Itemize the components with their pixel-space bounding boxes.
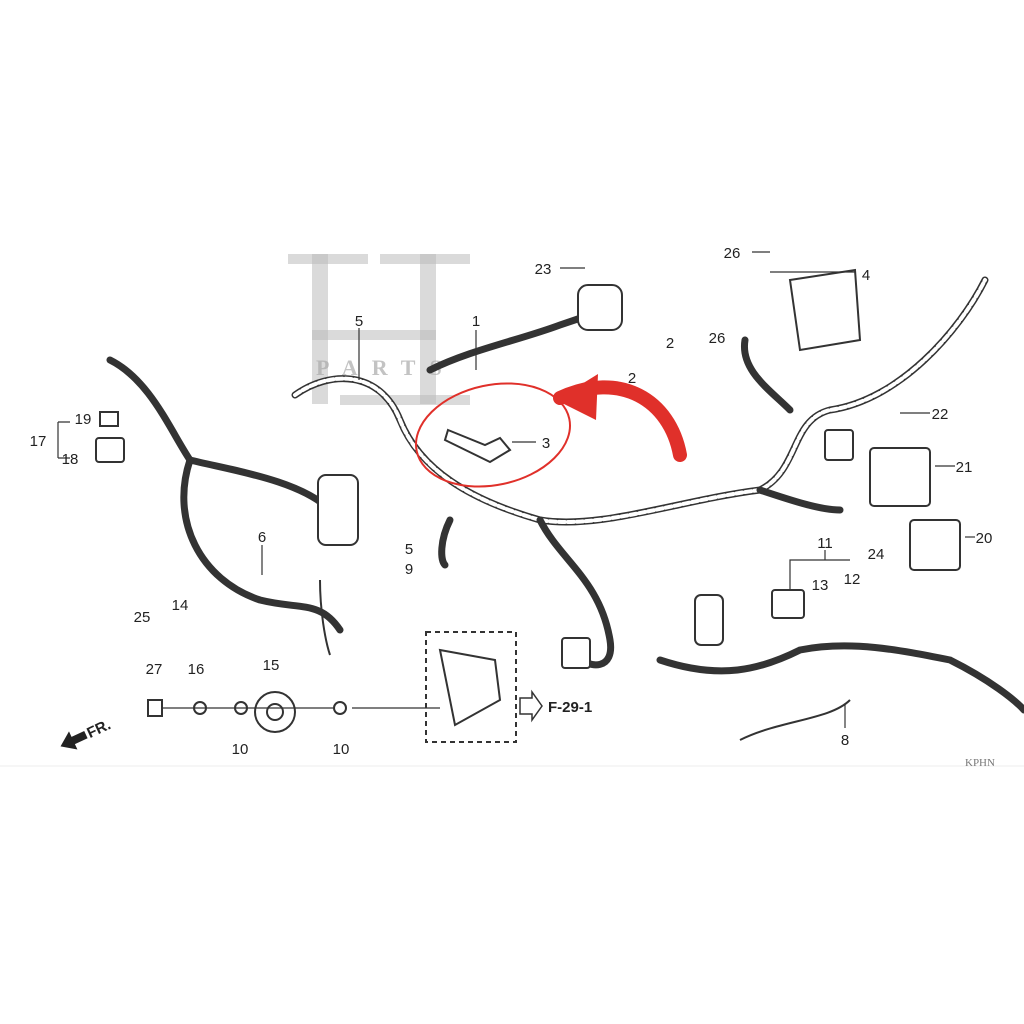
callout-labels: 1 2 2 3 4 5 5 6 8 9 10 10 11 12 13 14 15… [30, 245, 993, 758]
front-direction-label: FR. [84, 716, 113, 742]
callout-14: 14 [172, 597, 189, 614]
callout-17: 17 [30, 433, 47, 450]
front-direction-indicator: FR. [60, 716, 113, 750]
callout-26: 26 [709, 330, 726, 347]
main-wire-harness [106, 276, 1024, 741]
switch-11-part [771, 589, 805, 619]
regulator-rectifier-part [788, 268, 862, 352]
callout-21: 21 [956, 459, 973, 476]
callout-19: 19 [75, 411, 92, 428]
callout-23: 23 [535, 261, 552, 278]
callout-15: 15 [263, 657, 280, 674]
callout-18: 18 [62, 451, 79, 468]
parts [95, 268, 961, 743]
callout-25: 25 [134, 609, 151, 626]
callout-10: 10 [333, 741, 350, 758]
cdi-unit-part [869, 447, 931, 507]
callout-6: 6 [258, 529, 266, 546]
leader-lines [57, 251, 975, 728]
callout-27: 27 [146, 661, 163, 678]
reference-arrow-icon [519, 689, 543, 723]
callout-9: 9 [405, 561, 413, 578]
diagram-code: KPHN [965, 757, 995, 769]
highlight-annotation [414, 374, 687, 488]
callout-16: 16 [188, 661, 205, 678]
front-arrow-icon [60, 730, 88, 750]
callout-12: 12 [844, 571, 861, 588]
callout-20: 20 [976, 530, 993, 547]
callout-11: 11 [817, 535, 833, 552]
callout-3: 3 [542, 435, 550, 452]
callout-10: 10 [232, 741, 249, 758]
highlight-circle [414, 382, 572, 488]
callout-5: 5 [405, 541, 413, 558]
spark-plug-cap-part [443, 428, 512, 464]
fuse-box-part [317, 474, 359, 546]
callout-4: 4 [862, 267, 870, 284]
starter-relay-part [577, 284, 623, 331]
bolt-27-part [147, 699, 163, 717]
callout-8: 8 [841, 732, 849, 749]
callout-13: 13 [812, 577, 829, 594]
part-19 [99, 411, 119, 427]
callout-5: 5 [355, 313, 363, 330]
callout-2: 2 [628, 370, 636, 387]
relay-20-part [909, 519, 961, 571]
callout-26: 26 [724, 245, 741, 262]
callout-24: 24 [868, 546, 885, 563]
callout-2: 2 [666, 335, 674, 352]
reference-label: F-29-1 [548, 699, 592, 716]
connector-boot-part [694, 594, 724, 646]
relay-18-part [95, 437, 125, 463]
callout-22: 22 [932, 406, 949, 423]
callout-1: 1 [472, 313, 480, 330]
arrow-head-icon [556, 374, 598, 420]
